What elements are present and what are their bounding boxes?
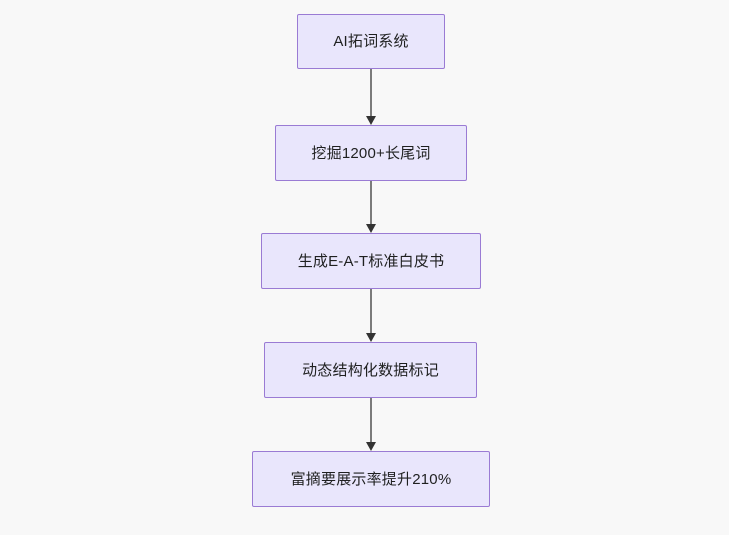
flow-node-mine-longtail-keywords[interactable]: 挖掘1200+长尾词 <box>275 125 467 181</box>
flow-node-label: 富摘要展示率提升210% <box>290 470 452 488</box>
arrowhead-icon <box>366 442 376 451</box>
edge-line <box>370 181 372 225</box>
flow-node-rich-snippet-uplift[interactable]: 富摘要展示率提升210% <box>252 451 490 507</box>
edge-line <box>370 69 372 117</box>
arrowhead-icon <box>366 116 376 125</box>
arrowhead-icon <box>366 333 376 342</box>
flow-node-label: AI拓词系统 <box>333 33 409 50</box>
flow-node-generate-eat-whitepaper[interactable]: 生成E-A-T标准白皮书 <box>261 233 481 289</box>
flow-node-dynamic-structured-data[interactable]: 动态结构化数据标记 <box>264 342 477 398</box>
arrowhead-icon <box>366 224 376 233</box>
flow-node-label: 挖掘1200+长尾词 <box>311 144 431 162</box>
edge-line <box>370 398 372 443</box>
flow-node-label: 动态结构化数据标记 <box>302 361 439 379</box>
edge-line <box>370 289 372 334</box>
flow-node-ai-keyword-system[interactable]: AI拓词系统 <box>297 14 445 69</box>
flow-node-label: 生成E-A-T标准白皮书 <box>297 252 445 270</box>
